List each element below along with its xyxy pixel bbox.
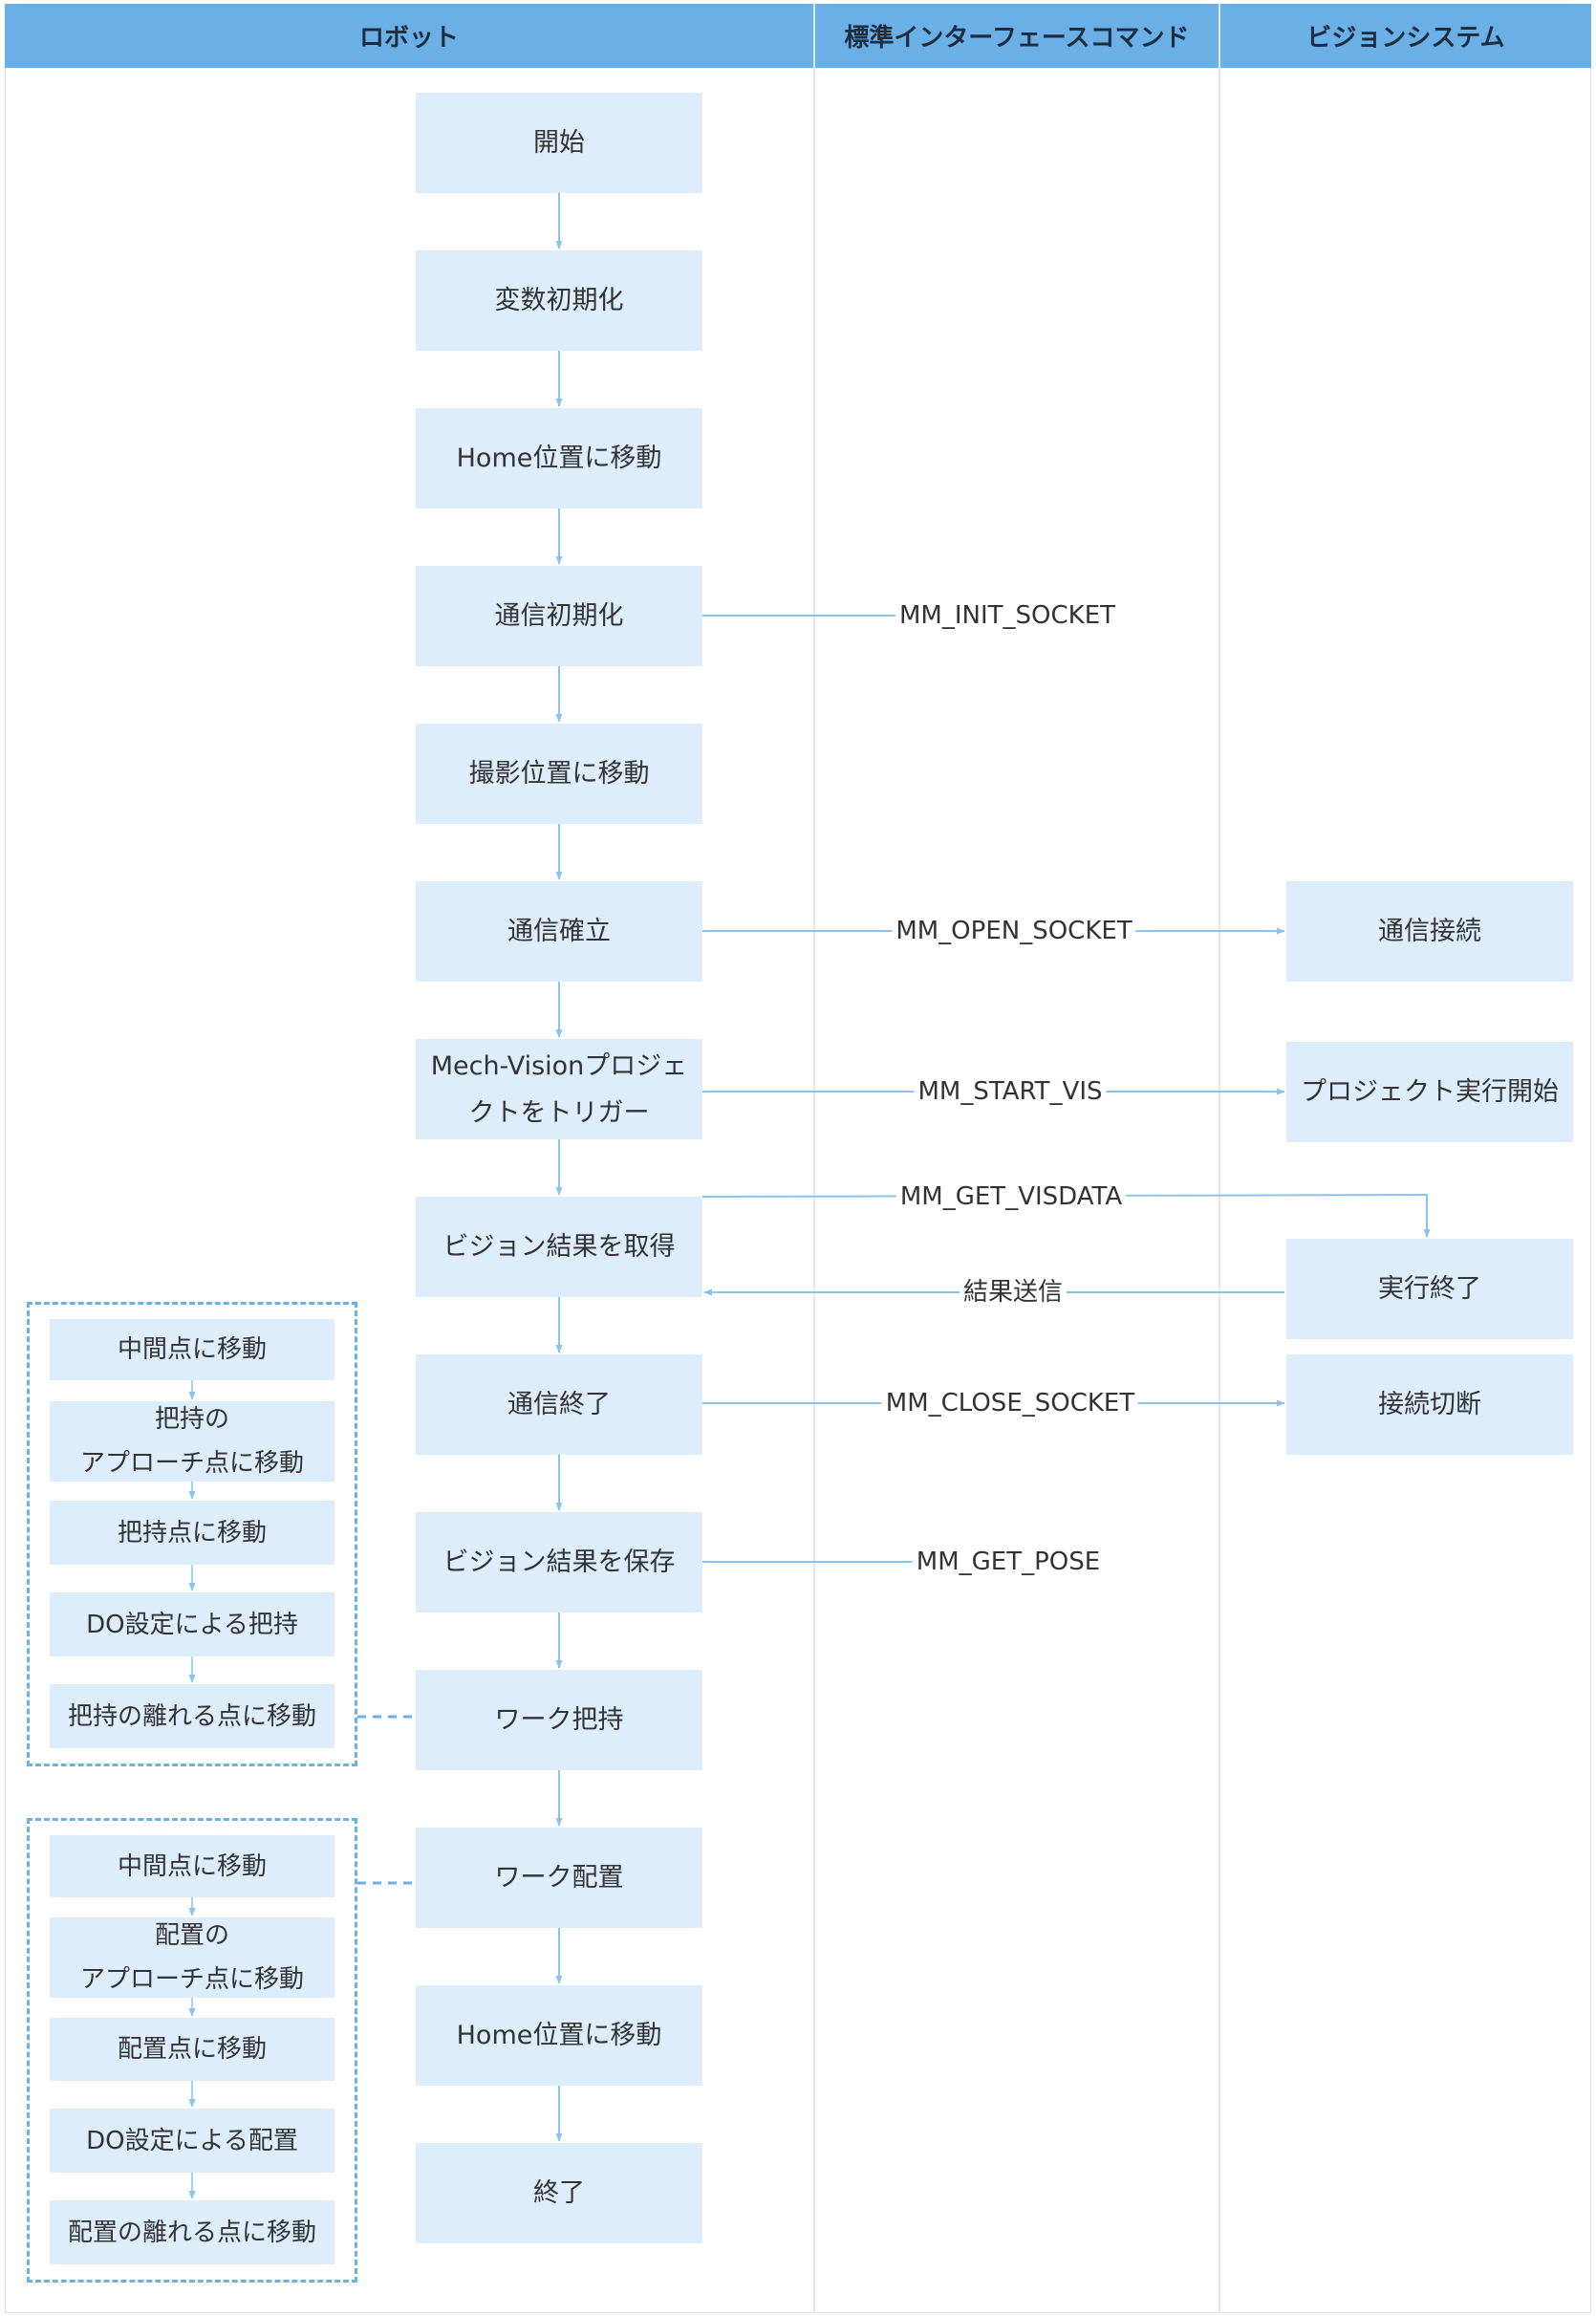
step-pick-workpiece: ワーク把持 xyxy=(416,1670,702,1770)
step-get-vision-result: ビジョン結果を取得 xyxy=(416,1197,702,1297)
pick-substep: 中間点に移動 xyxy=(50,1319,334,1380)
step-start: 開始 xyxy=(416,93,702,193)
step-trigger-project: Mech-Visionプロジェ クトをトリガー xyxy=(416,1039,702,1139)
command-label: MM_OPEN_SOCKET xyxy=(892,917,1136,945)
vision-disconnect: 接続切断 xyxy=(1286,1354,1573,1455)
step-close-comm: 通信終了 xyxy=(416,1354,702,1455)
pick-substeps-group xyxy=(27,1302,357,1766)
step-return-home: Home位置に移動 xyxy=(416,1985,702,2086)
command-label: MM_INIT_SOCKET xyxy=(895,601,1120,630)
pick-substep: 把持の アプローチ点に移動 xyxy=(50,1401,334,1482)
vision-start-project: プロジェクト実行開始 xyxy=(1286,1042,1573,1142)
step-move-capture: 撮影位置に移動 xyxy=(416,724,702,824)
column-header-command: 標準インターフェースコマンド xyxy=(815,4,1219,68)
place-substep: 中間点に移動 xyxy=(50,1835,334,1897)
step-move-home: Home位置に移動 xyxy=(416,408,702,509)
vision-connect: 通信接続 xyxy=(1286,881,1573,982)
command-label: MM_CLOSE_SOCKET xyxy=(881,1389,1139,1418)
column-header-robot: ロボット xyxy=(5,4,813,68)
command-label: MM_START_VIS xyxy=(914,1077,1107,1106)
command-label: 結果送信 xyxy=(959,1278,1068,1307)
command-label: MM_GET_POSE xyxy=(912,1548,1105,1576)
place-substep: 配置点に移動 xyxy=(50,2018,334,2081)
column-header-vision: ビジョンシステム xyxy=(1220,4,1591,68)
step-end: 終了 xyxy=(416,2143,702,2243)
pick-substep: DO設定による把持 xyxy=(50,1592,334,1656)
step-open-comm: 通信確立 xyxy=(416,881,702,982)
column-divider xyxy=(1219,4,1220,2313)
pick-substep: 把持の離れる点に移動 xyxy=(50,1684,334,1748)
pick-substep: 把持点に移動 xyxy=(50,1501,334,1565)
place-substep: 配置の アプローチ点に移動 xyxy=(50,1917,334,1998)
place-substep: 配置の離れる点に移動 xyxy=(50,2200,334,2264)
command-label: MM_GET_VISDATA xyxy=(895,1182,1127,1211)
place-substeps-group xyxy=(27,1818,357,2283)
place-substep: DO設定による配置 xyxy=(50,2109,334,2173)
step-save-vision-result: ビジョン結果を保存 xyxy=(416,1512,702,1613)
vision-finish: 実行終了 xyxy=(1286,1239,1573,1339)
step-init-variables: 変数初期化 xyxy=(416,250,702,351)
step-place-workpiece: ワーク配置 xyxy=(416,1828,702,1928)
column-divider xyxy=(813,4,815,2313)
step-init-comm: 通信初期化 xyxy=(416,566,702,666)
